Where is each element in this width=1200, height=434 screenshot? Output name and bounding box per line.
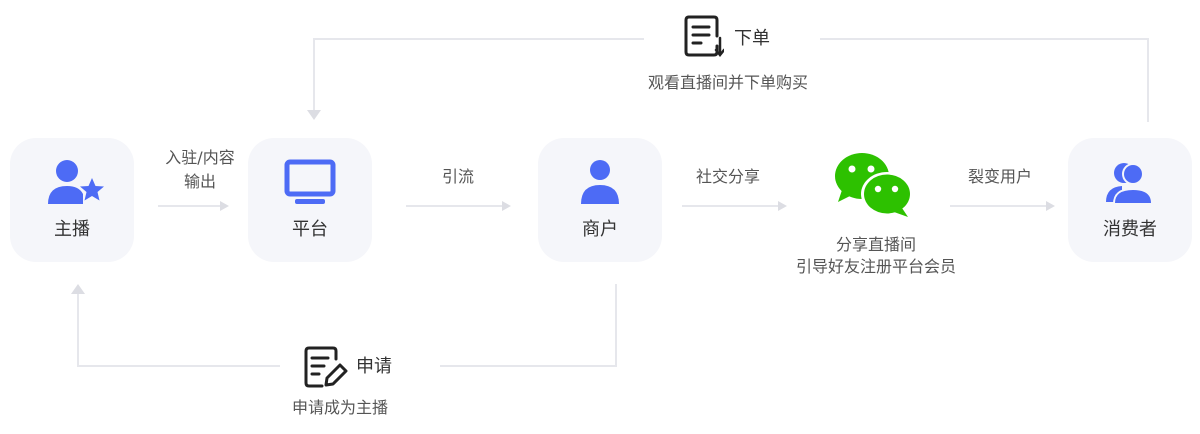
- arrow-merchant-wechat-head: [778, 201, 787, 211]
- monitor-icon: [248, 156, 372, 210]
- node-host: 主播: [10, 138, 134, 262]
- arrow-wechat-consumer-head: [1046, 201, 1055, 211]
- node-consumer-label: 消费者: [1103, 219, 1157, 240]
- user-icon: [538, 156, 662, 210]
- bottom-loop-arrowhead: [71, 284, 85, 294]
- node-consumer: 消费者: [1068, 138, 1192, 262]
- edge-platform-merchant-label: 引流: [441, 167, 474, 186]
- bottom-loop-line-right: [440, 284, 617, 367]
- wechat-icon: [830, 150, 918, 220]
- bottom-loop-line-left: [77, 294, 280, 367]
- edge-host-platform-label-2: 输出: [183, 172, 216, 191]
- user-star-icon: [10, 156, 134, 210]
- arrow-platform-merchant-head: [502, 201, 511, 211]
- node-platform: 平台: [248, 138, 372, 262]
- wechat-caption-line-1: 分享直播间: [835, 235, 916, 254]
- edge-host-platform-label-1: 入驻/内容: [165, 148, 235, 167]
- edge-wechat-consumer-label: 裂变用户: [967, 167, 1032, 186]
- top-flow-caption: 观看直播间并下单购买: [647, 73, 808, 92]
- node-merchant-label: 商户: [582, 219, 618, 240]
- bottom-flow-caption: 申请成为主播: [291, 398, 388, 417]
- top-loop-arrowhead: [307, 110, 321, 120]
- top-flow-badge: 下单: [734, 28, 770, 49]
- arrow-host-platform-head: [220, 201, 229, 211]
- top-loop-line-right: [820, 38, 1149, 122]
- top-loop-line-left: [313, 38, 644, 114]
- node-merchant: 商户: [538, 138, 662, 262]
- edge-merchant-wechat-label: 社交分享: [695, 167, 760, 186]
- wechat-caption-line-2: 引导好友注册平台会员: [795, 257, 956, 276]
- node-host-label: 主播: [54, 219, 90, 240]
- node-platform-label: 平台: [292, 219, 328, 240]
- apply-edit-icon: [304, 345, 348, 389]
- order-list-icon: [684, 14, 726, 58]
- bottom-flow-badge: 申请: [356, 356, 392, 377]
- users-icon: [1068, 156, 1192, 210]
